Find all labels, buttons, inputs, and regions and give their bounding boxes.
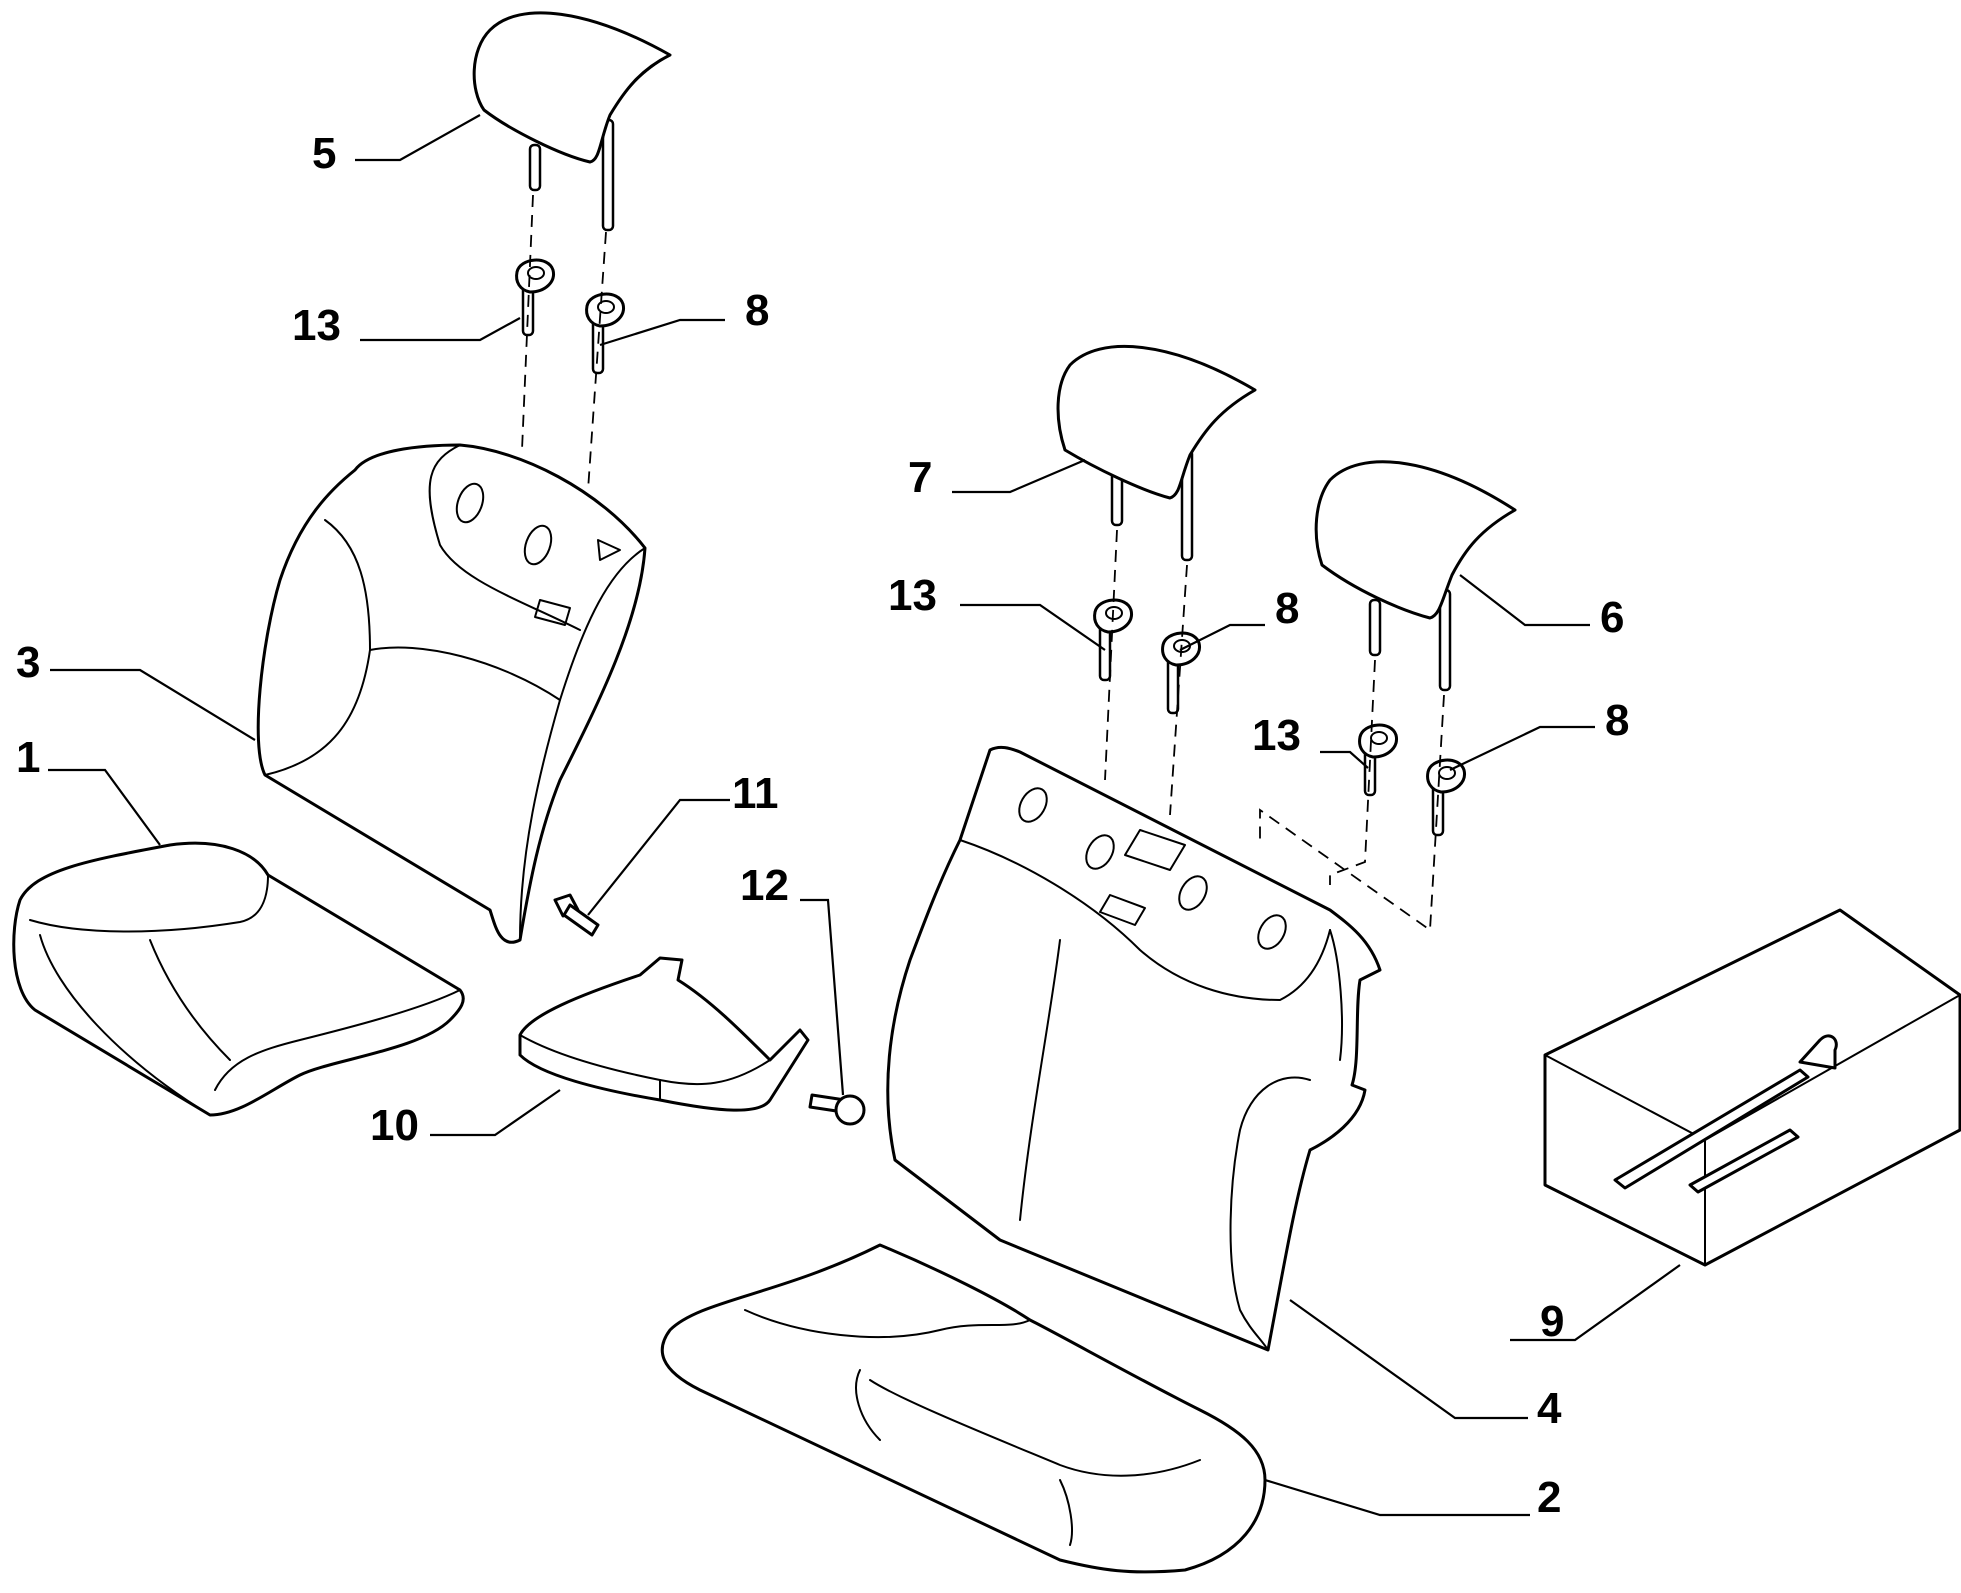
callout-2: 2 [1537, 1473, 1561, 1522]
part-seatback-left [256, 443, 647, 944]
part-bolt-12 [808, 1093, 866, 1126]
callout-12: 12 [740, 861, 789, 910]
part-seatback-right [886, 745, 1382, 1352]
callout-10: 10 [370, 1101, 419, 1150]
part-headrest-center [1056, 344, 1257, 562]
callout-6: 6 [1600, 593, 1624, 642]
callout-7: 7 [908, 453, 932, 502]
part-kit-box [1543, 908, 1961, 1267]
part-headrest-right [1314, 460, 1517, 692]
part-armrest [518, 956, 810, 1112]
part-headrest-left [472, 11, 672, 232]
callout-4: 4 [1537, 1384, 1562, 1433]
guide-sleeve-right-13 [1358, 723, 1398, 797]
callout-labels: 5 13 8 3 1 11 12 10 7 13 8 6 13 8 9 4 2 [16, 129, 1629, 1522]
leader-lines [48, 114, 1681, 1517]
guide-sleeve-right-8 [1426, 758, 1466, 837]
callout-8: 8 [745, 286, 769, 335]
part-bolt-11 [553, 893, 600, 937]
guide-sleeve-left-13 [515, 258, 555, 337]
guide-line [1104, 529, 1118, 781]
callout-8: 8 [1605, 696, 1629, 745]
callout-9: 9 [1540, 1297, 1564, 1346]
guide-sleeve-center-8 [1161, 631, 1201, 715]
callout-13: 13 [292, 301, 341, 350]
guide-line [587, 231, 607, 491]
callout-1: 1 [16, 733, 40, 782]
guide-line [1169, 564, 1188, 816]
guide-sleeve-left-8 [585, 292, 625, 375]
callout-13: 13 [1252, 711, 1301, 760]
callout-11: 11 [732, 769, 779, 818]
guide-line [1329, 659, 1376, 885]
callout-5: 5 [312, 129, 336, 178]
part-cushion-left [12, 841, 465, 1117]
part-cushion-right [660, 1243, 1267, 1574]
callout-3: 3 [16, 638, 40, 687]
callout-13: 13 [888, 571, 937, 620]
guide-line [521, 194, 534, 451]
callout-8: 8 [1275, 584, 1299, 633]
